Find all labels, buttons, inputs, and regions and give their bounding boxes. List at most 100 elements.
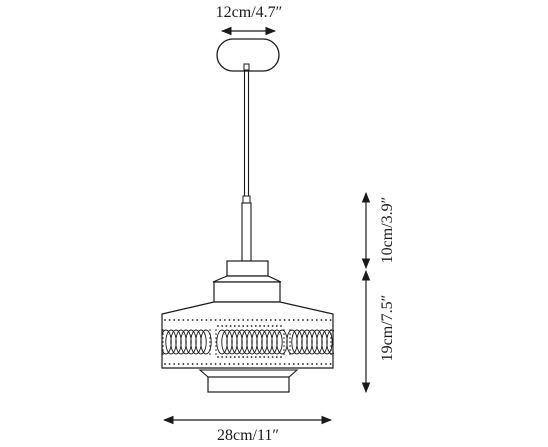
perforation-dot (214, 363, 217, 365)
perforation-dot (228, 319, 231, 321)
weave-loop (326, 329, 334, 355)
perforation-dot (205, 319, 208, 321)
perforation-dot (263, 356, 266, 358)
perforation-dot (162, 353, 164, 355)
perforation-dot (242, 325, 245, 327)
shade-bottom-lip (198, 369, 299, 378)
perforation-dot (228, 363, 231, 365)
perforation-dot (265, 319, 268, 321)
perforation-dot (289, 341, 291, 343)
perforation-dot (215, 337, 217, 339)
perforation-dot (254, 356, 257, 358)
perforation-dot (289, 333, 291, 335)
perforation-dot (215, 349, 217, 351)
socket-flare (212, 275, 282, 283)
perforation-dot (251, 363, 254, 365)
perforation-dot (215, 345, 217, 347)
perforation-dot (164, 319, 166, 321)
perforation-dot (311, 319, 314, 321)
perforation-dot (164, 363, 166, 365)
perforation-dot (209, 349, 211, 351)
perforation-dot (242, 319, 245, 321)
perforation-dot (254, 325, 257, 327)
perforation-dot (225, 356, 228, 358)
perforation-dot (279, 363, 281, 365)
perforation-dot (288, 319, 291, 321)
shade-pattern-band (162, 319, 334, 365)
upper-height-label: 10cm/3.9″ (379, 197, 396, 264)
perforation-dot (283, 329, 285, 331)
perforation-dot (297, 363, 300, 365)
perforation-dot (209, 353, 211, 355)
perforation-dot (269, 319, 272, 321)
perforation-dot (250, 325, 253, 327)
perforation-dot (283, 363, 286, 365)
perforation-dot (162, 337, 164, 339)
perforation-dot (187, 363, 189, 365)
perforation-dot (177, 319, 180, 321)
perforation-dot (233, 319, 235, 321)
canopy-width-label: 12cm/4.7″ (216, 4, 283, 21)
perforation-dot (302, 363, 304, 365)
perforation-dot (219, 319, 222, 321)
perforation-dot (217, 325, 219, 327)
perforation-dot (223, 319, 226, 321)
shade-bottom-ring (207, 376, 290, 393)
perforation-dot (283, 319, 286, 321)
perforation-dot (173, 363, 176, 365)
perforation-dot (283, 349, 285, 351)
perforation-dot (173, 319, 176, 321)
perforation-dot (237, 319, 240, 321)
weave-loop (200, 329, 212, 355)
perforation-dot (271, 356, 274, 358)
perforation-dot (162, 349, 164, 351)
perforation-dot (330, 345, 332, 347)
perforation-dot (325, 363, 327, 365)
socket-body (213, 281, 281, 303)
cord-sleeve (241, 202, 252, 262)
perforation-dot (209, 337, 211, 339)
perforation-dot (330, 353, 332, 355)
perforation-dot (215, 353, 217, 355)
perforation-dot (289, 345, 291, 347)
perforation-dot (229, 356, 232, 358)
perforation-dot (330, 349, 332, 351)
perforation-dot (274, 363, 277, 365)
perforation-dot (311, 363, 314, 365)
perforation-dot (246, 319, 249, 321)
cord-clamp (242, 195, 251, 204)
perforation-dot (283, 341, 285, 343)
perforation-dot (196, 319, 199, 321)
perforation-dot (289, 349, 291, 351)
perforation-dot (233, 325, 236, 327)
perforation-dot (283, 345, 285, 347)
perforation-dot (288, 363, 291, 365)
perforation-dot (267, 356, 270, 358)
perforation-dot (275, 356, 278, 358)
perforation-dot (200, 363, 203, 365)
perforation-dot (330, 329, 332, 331)
perforation-dot (233, 356, 236, 358)
perforation-dot (168, 363, 171, 365)
perforation-dot (263, 325, 266, 327)
perforation-dot (280, 325, 282, 327)
perforation-dot (260, 363, 263, 365)
perforation-dot (221, 356, 224, 358)
perforation-dot (205, 363, 208, 365)
perforation-dot (256, 363, 258, 365)
perforation-dot (242, 356, 245, 358)
perforation-dot (292, 319, 295, 321)
perforation-dot (209, 341, 211, 343)
perforation-dot (214, 319, 217, 321)
perforation-dot (283, 337, 285, 339)
perforation-dot (223, 363, 226, 365)
perforation-dot (168, 319, 171, 321)
perforation-dot (238, 325, 240, 327)
perforation-dot (196, 363, 199, 365)
perforation-dot (217, 356, 219, 358)
perforation-dot (251, 319, 254, 321)
perforation-dot (191, 363, 194, 365)
perforation-dot (219, 363, 222, 365)
